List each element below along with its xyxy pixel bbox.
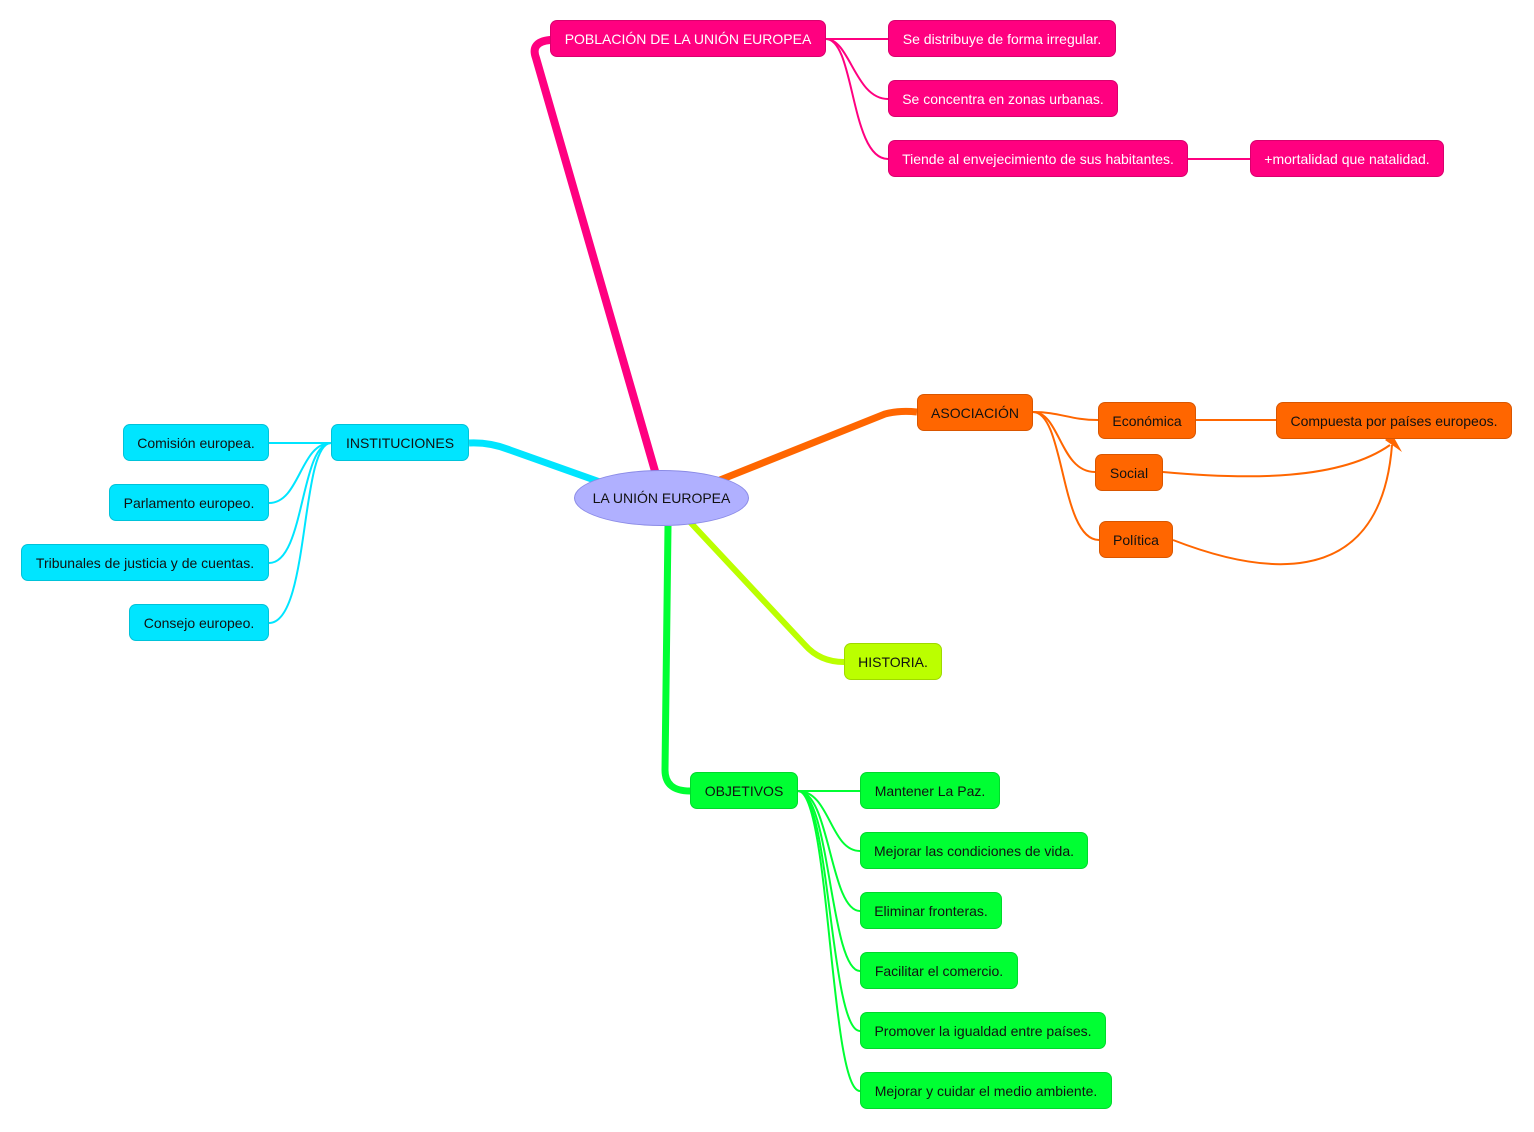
subtopic[interactable]: Mejorar y cuidar el medio ambiente. — [860, 1072, 1112, 1109]
subtopic[interactable]: Económica — [1098, 402, 1196, 439]
subtopic[interactable]: Comisión europea. — [123, 424, 269, 461]
topic-objetivos[interactable]: OBJETIVOS — [690, 772, 798, 809]
topic-poblacion[interactable]: POBLACIÓN DE LA UNIÓN EUROPEA — [550, 20, 826, 57]
subtopic[interactable]: Compuesta por países europeos. — [1276, 402, 1512, 439]
topic-historia[interactable]: HISTORIA. — [844, 643, 942, 680]
subtopic[interactable]: Se distribuye de forma irregular. — [888, 20, 1116, 57]
link-instituciones — [468, 439, 602, 486]
subtopic[interactable]: Tribunales de justicia y de cuentas. — [21, 544, 269, 581]
subtopic[interactable]: Eliminar fronteras. — [860, 892, 1002, 929]
subtopic[interactable]: Parlamento europeo. — [109, 484, 269, 521]
subtopic[interactable]: +mortalidad que natalidad. — [1250, 140, 1444, 177]
subtopic[interactable]: Social — [1095, 454, 1163, 491]
central-topic[interactable]: LA UNIÓN EUROPEA — [574, 470, 749, 526]
link-objetivos — [661, 525, 691, 795]
topic-asociacion[interactable]: ASOCIACIÓN — [917, 394, 1033, 431]
subtopic[interactable]: Facilitar el comercio. — [860, 952, 1018, 989]
central-topic-label: LA UNIÓN EUROPEA — [592, 490, 731, 506]
subtopic[interactable]: Promover la igualdad entre países. — [860, 1012, 1106, 1049]
link-asociacion — [718, 407, 918, 484]
subtopic[interactable]: Mantener La Paz. — [860, 772, 1000, 809]
subtopic[interactable]: Consejo europeo. — [129, 604, 269, 641]
subtopic[interactable]: Tiende al envejecimiento de sus habitant… — [888, 140, 1188, 177]
subtopic[interactable]: Se concentra en zonas urbanas. — [888, 80, 1118, 117]
link-historia — [687, 519, 845, 665]
subtopic[interactable]: Mejorar las condiciones de vida. — [860, 832, 1088, 869]
link-poblacion — [530, 36, 661, 482]
subtopic[interactable]: Política — [1099, 521, 1173, 558]
topic-instituciones[interactable]: INSTITUCIONES — [331, 424, 469, 461]
